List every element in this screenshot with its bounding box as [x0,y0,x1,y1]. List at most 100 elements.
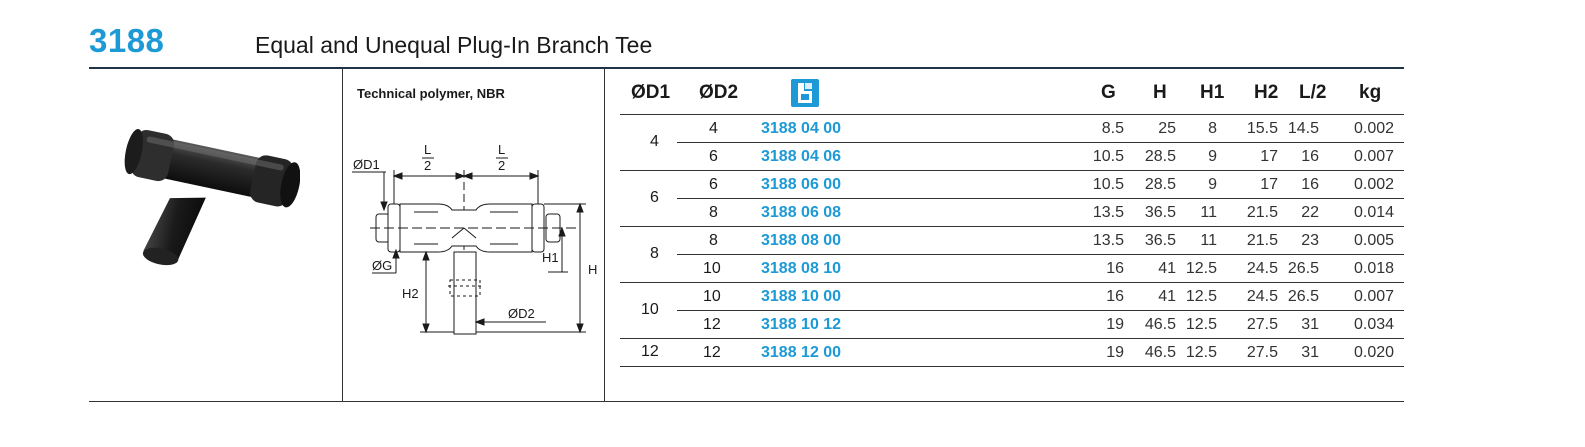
cell-h1: 12.5 [1185,344,1217,361]
cell-l2: 23 [1301,232,1319,249]
col-header-kg: kg [1359,82,1382,103]
col-header-d2: ØD2 [699,82,739,103]
cell-l2: 16 [1301,176,1319,193]
cell-kg: 0.018 [1354,260,1395,277]
article-number-link[interactable]: 3188 08 10 [761,260,842,277]
cell-l2: 26.5 [1287,288,1319,305]
cell-h: 36.5 [1144,232,1176,249]
cell-g: 19 [1106,316,1124,333]
cell-l2: 31 [1301,316,1319,333]
page-title: Equal and Unequal Plug-In Branch Tee [255,32,653,58]
cell-g: 13.5 [1092,232,1124,249]
cell-kg: 0.007 [1354,288,1395,305]
cell-kg: 0.007 [1354,148,1395,165]
cell-d2: 10 [703,260,721,277]
cell-h: 41 [1158,288,1176,305]
cell-h2: 17 [1260,176,1278,193]
l-half-denominator-left: 2 [424,158,431,173]
cell-g: 13.5 [1092,204,1124,221]
cell-l2: 31 [1301,344,1319,361]
col-header-d1: ØD1 [631,82,671,103]
cell-h1: 11 [1200,232,1217,249]
cell-g: 16 [1106,260,1124,277]
cell-d2: 6 [709,176,718,193]
cell-h: 28.5 [1144,148,1176,165]
brand-icon [791,79,819,107]
row-rule [620,282,1404,283]
table-row: 10 3188 08 10 16 41 12.5 24.5 26.5 0.018 [620,255,1404,283]
cell-d2: 4 [709,120,718,137]
cell-d1: 12 [641,343,659,360]
cell-d2: 8 [709,232,718,249]
od1-label: ØD1 [353,157,380,172]
cell-h1: 12.5 [1185,288,1217,305]
article-number-link[interactable]: 3188 10 12 [761,316,842,333]
article-number-link[interactable]: 3188 10 00 [761,288,842,305]
row-rule [620,366,1404,367]
article-number-link[interactable]: 3188 08 00 [761,232,842,249]
cell-l2: 26.5 [1287,260,1319,277]
cell-d1: 8 [650,245,659,262]
column-divider-2 [604,69,605,401]
header-rule [89,67,1404,69]
cell-g: 8.5 [1101,120,1124,137]
cell-kg: 0.034 [1354,316,1395,333]
technical-drawing: L 2 L 2 ØD1 ØG H2 ØD2 H1 H [352,142,597,335]
cell-h: 46.5 [1144,316,1176,333]
cell-h2: 27.5 [1246,316,1278,333]
col-header-h: H [1153,82,1167,103]
h-label: H [588,262,597,277]
cell-h2: 21.5 [1246,204,1278,221]
article-number-link[interactable]: 3188 04 06 [761,148,842,165]
l-half-numerator-left: L [424,142,431,157]
col-header-h1: H1 [1200,82,1225,103]
table-row: 6 3188 04 06 10.5 28.5 9 17 16 0.007 [620,143,1404,171]
od2-label: ØD2 [508,306,535,321]
cell-d2: 12 [703,316,721,333]
cell-d2: 10 [703,288,721,305]
cell-h1: 8 [1208,120,1217,137]
row-rule [620,170,1404,171]
article-number-link[interactable]: 3188 04 00 [761,120,842,137]
cell-kg: 0.014 [1354,204,1395,221]
cell-h2: 17 [1260,148,1278,165]
article-number-link[interactable]: 3188 06 08 [761,204,842,221]
cell-h2: 27.5 [1246,344,1278,361]
h1-label: H1 [542,250,559,265]
cell-d2: 6 [709,148,718,165]
h2-label: H2 [402,286,419,301]
cell-h2: 24.5 [1246,260,1278,277]
col-header-h2: H2 [1254,82,1279,103]
cell-kg: 0.002 [1354,120,1395,137]
column-divider-1 [342,69,343,401]
table-row: 10 3188 10 00 16 41 12.5 24.5 26.5 0.007 [677,283,1404,311]
cell-g: 10.5 [1092,176,1124,193]
cell-d1: 10 [641,301,659,318]
cell-h2: 24.5 [1246,288,1278,305]
product-photo [124,129,300,266]
og-label: ØG [372,258,392,273]
cell-l2: 16 [1301,148,1319,165]
article-number-link[interactable]: 3188 12 00 [761,344,842,361]
cell-d1: 6 [650,189,659,206]
cell-h1: 9 [1208,148,1217,165]
cell-h: 46.5 [1144,344,1176,361]
cell-h1: 12.5 [1185,260,1217,277]
cell-kg: 0.005 [1354,232,1395,249]
cell-h1: 9 [1208,176,1217,193]
footer-rule [89,401,1404,402]
l-half-numerator-right: L [498,142,505,157]
cell-d2: 8 [709,204,718,221]
cell-h: 41 [1158,260,1176,277]
cell-h2: 21.5 [1246,232,1278,249]
table-row: 8 3188 08 00 13.5 36.5 11 21.5 23 0.005 [677,227,1404,255]
cell-g: 16 [1106,288,1124,305]
cell-d1: 4 [650,133,659,150]
cell-g: 10.5 [1092,148,1124,165]
article-number-link[interactable]: 3188 06 00 [761,176,842,193]
